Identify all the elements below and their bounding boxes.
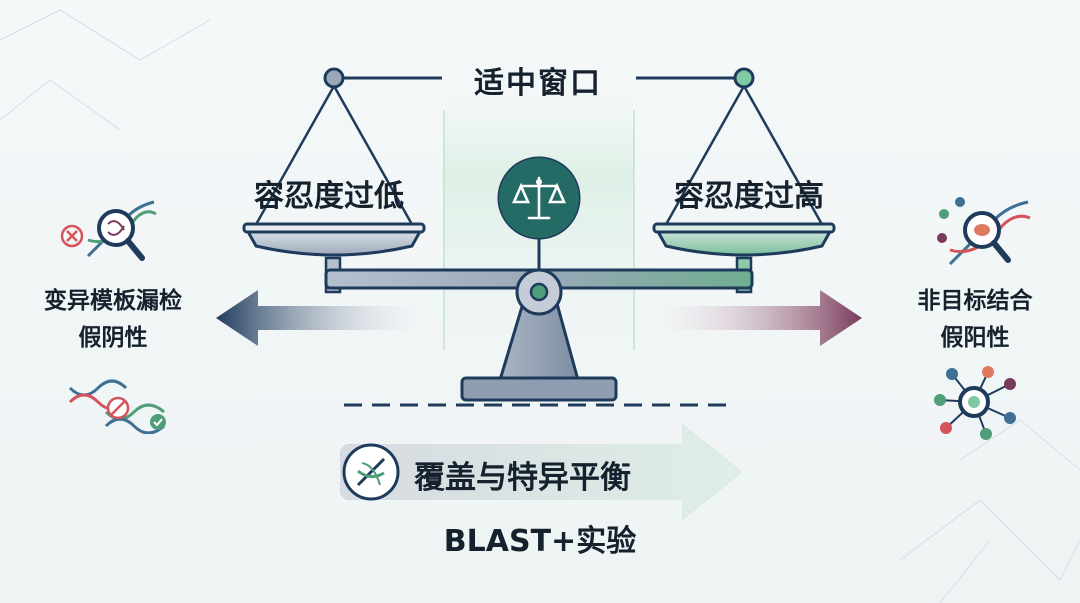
right-pan xyxy=(653,226,835,257)
left-side-line1: 变异模板漏检 xyxy=(44,288,182,314)
scale-base xyxy=(460,376,618,402)
diagram-title: 适中窗口 xyxy=(474,66,602,101)
balance-arrow-label: 覆盖与特异平衡 xyxy=(414,460,631,496)
right-side-line2: 假阳性 xyxy=(940,325,1010,351)
left-top-node xyxy=(323,67,345,89)
dna-magnifier-error-icon xyxy=(58,196,162,270)
dna-blocked-icon xyxy=(66,378,170,435)
dna-magnifier-target-icon xyxy=(932,194,1036,272)
molecule-magnifier-icon xyxy=(930,366,1020,440)
left-side-line2: 假阴性 xyxy=(78,325,148,351)
dna-badge-icon xyxy=(340,441,402,503)
right-side-line1: 非目标结合 xyxy=(917,288,1033,314)
right-top-node xyxy=(733,67,755,89)
left-side-label: 变异模板漏检 假阴性 xyxy=(18,283,208,357)
right-arrow xyxy=(646,290,862,346)
left-pan xyxy=(243,226,425,257)
background-network-decoration xyxy=(0,9,1080,603)
method-label: BLAST+实验 xyxy=(443,524,637,559)
right-side-label: 非目标结合 假阳性 xyxy=(880,283,1070,357)
left-arrow xyxy=(216,290,432,346)
left-pan-label: 容忍度过低 xyxy=(254,179,404,214)
right-pan-label: 容忍度过高 xyxy=(674,179,824,214)
scales-icon xyxy=(495,154,583,242)
